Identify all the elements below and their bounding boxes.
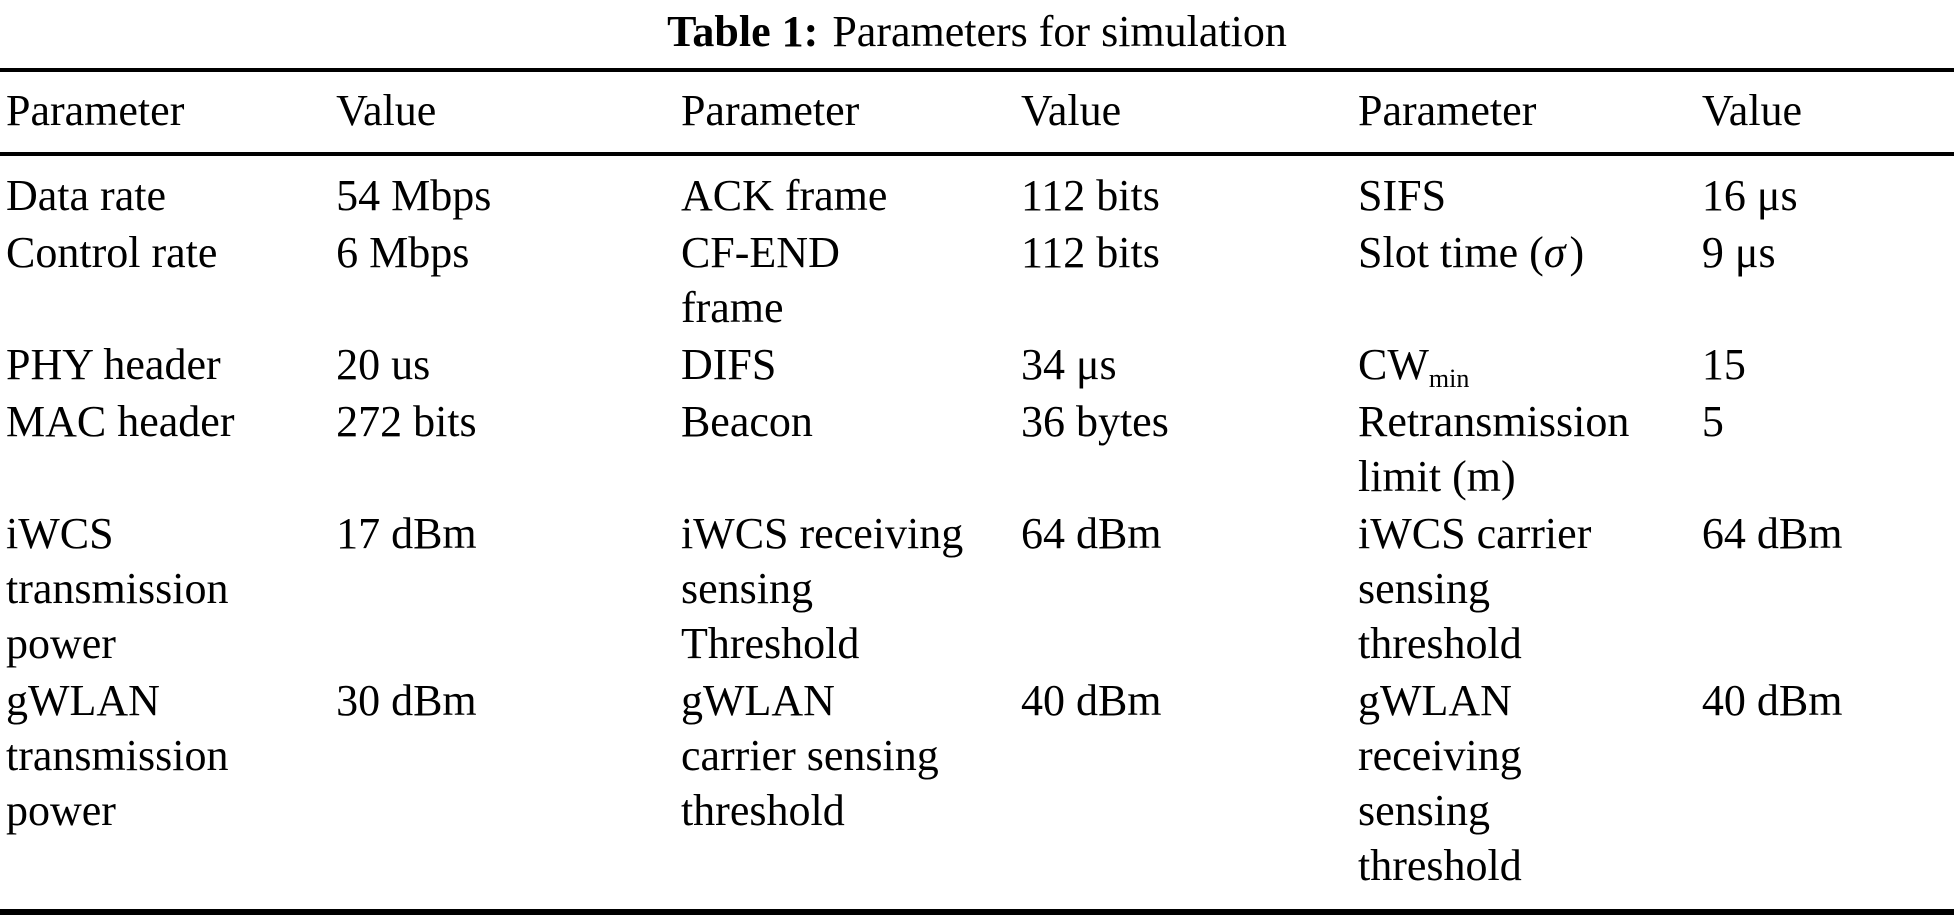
param-cell: gWLAN transmission power: [6, 676, 229, 835]
value-cell: 272 bits: [336, 397, 477, 446]
param-cell: ACK frame: [680, 171, 888, 220]
simulation-parameters-table: Parameter Value Parameter Value Paramete…: [0, 68, 1954, 915]
table-row: iWCS transmission power 17 dBm iWCS rece…: [0, 505, 1954, 672]
table-row: Control rate 6 Mbps CF-END frame 112 bit…: [0, 224, 1954, 336]
param-cell: CWmin: [1358, 336, 1702, 393]
value-cell: 9 μs: [1701, 228, 1776, 277]
param-cell: iWCS receiving sensing Threshold: [680, 509, 964, 668]
value-cell: 54 Mbps: [336, 171, 492, 220]
param-cell: Retransmission limit (m): [1358, 397, 1630, 501]
param-cell: iWCS transmission power: [6, 509, 229, 668]
value-cell: 36 bytes: [1020, 397, 1169, 446]
param-cell: CF-END frame: [680, 228, 840, 332]
table-row: Data rate 54 Mbps ACK frame 112 bits SIF…: [0, 154, 1954, 224]
param-cell: iWCS carrier sensing threshold: [1358, 509, 1592, 668]
param-cell: PHY header: [6, 340, 221, 389]
param-text: Slot time (: [1358, 228, 1544, 277]
param-cell: DIFS: [680, 340, 777, 389]
table-row: gWLAN transmission power 30 dBm gWLAN ca…: [0, 672, 1954, 912]
table-row: MAC header 272 bits Beacon 36 bytes Retr…: [0, 393, 1954, 505]
column-header-parameter-1: Parameter: [6, 86, 185, 135]
param-cell: Slot time (σ): [1358, 224, 1702, 336]
table-caption-text: Parameters for simulation: [832, 7, 1287, 56]
value-cell: 40 dBm: [1020, 676, 1162, 725]
column-header-value-2: Value: [1020, 86, 1122, 135]
value-cell: 112 bits: [1020, 228, 1160, 277]
table-row: PHY header 20 us DIFS 34 μs CWmin 15: [0, 336, 1954, 393]
value-cell: 17 dBm: [336, 509, 477, 558]
header-row: Parameter Value Parameter Value Paramete…: [0, 70, 1954, 154]
param-text: ): [1569, 228, 1585, 277]
value-cell: 64 dBm: [1701, 509, 1843, 558]
value-cell: 30 dBm: [336, 676, 477, 725]
value-cell: 16 μs: [1701, 171, 1798, 220]
param-cell: SIFS: [1358, 171, 1447, 220]
param-cell: Beacon: [680, 397, 813, 446]
column-header-parameter-2: Parameter: [680, 86, 860, 135]
column-header-value-1: Value: [336, 86, 437, 135]
sigma-symbol: σ: [1543, 228, 1566, 277]
table-caption: Table 1: Parameters for simulation: [0, 6, 1954, 58]
param-cell: gWLAN carrier sensing threshold: [680, 676, 939, 835]
param-cell: Data rate: [6, 171, 166, 220]
param-cell: gWLAN receiving sensing threshold: [1358, 676, 1522, 890]
column-header-value-3: Value: [1701, 86, 1803, 135]
value-cell: 34 μs: [1020, 340, 1117, 389]
value-cell: 6 Mbps: [336, 228, 470, 277]
value-cell: 20 us: [336, 340, 431, 389]
cw-min-subscript: min: [1428, 364, 1470, 393]
value-cell: 64 dBm: [1020, 509, 1162, 558]
param-cell: MAC header: [6, 397, 235, 446]
table-caption-label: Table 1:: [667, 7, 819, 56]
param-cell: Control rate: [6, 228, 218, 277]
value-cell: 5: [1701, 397, 1724, 446]
value-cell: 15: [1701, 340, 1746, 389]
value-cell: 40 dBm: [1701, 676, 1843, 725]
value-cell: 112 bits: [1020, 171, 1160, 220]
param-text: CW: [1358, 340, 1429, 389]
column-header-parameter-3: Parameter: [1358, 86, 1537, 135]
